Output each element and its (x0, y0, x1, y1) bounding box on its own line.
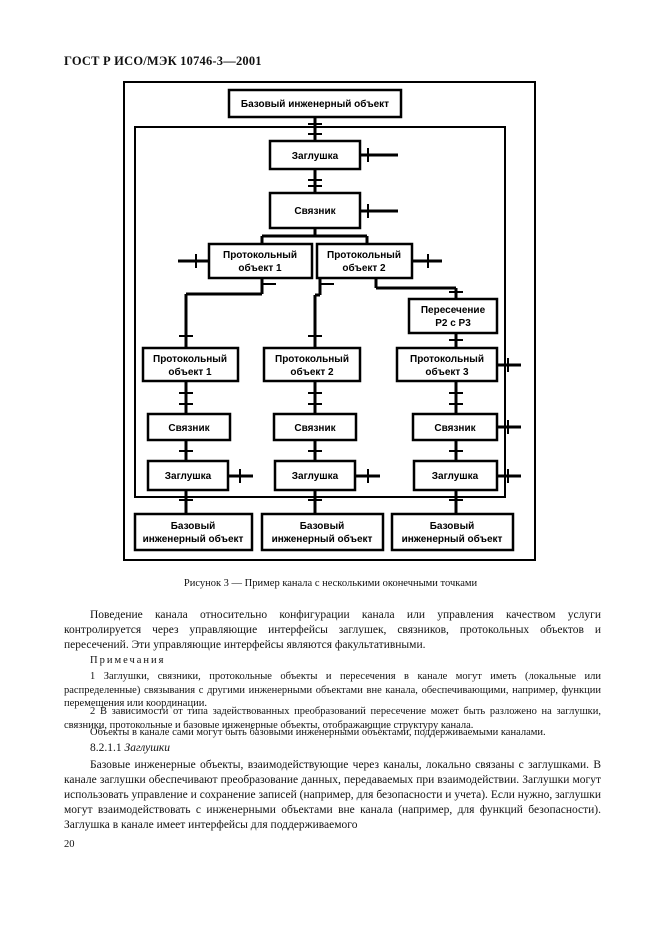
interface-ticks (179, 123, 509, 501)
top-base-object-box (227, 88, 403, 119)
document-header: ГОСТ Р ИСО/МЭК 10746-3—2001 (64, 54, 262, 68)
upper-proto-1-box (207, 242, 314, 280)
lower-proto-2-label-2: объект 2 (290, 366, 334, 378)
lower-binder-2-label: Связник (294, 423, 336, 434)
lower-base-3-box (390, 512, 515, 552)
paragraph-channel-behavior: Поведение канала относительно конфигурац… (64, 609, 601, 651)
lower-proto-3-label: Протокольный (410, 354, 484, 365)
section-title: Заглушки (124, 742, 171, 754)
section-number: 8.2.1.1 (90, 742, 122, 754)
lower-stub-1-box (146, 459, 230, 492)
section-heading: 8.2.1.1 Заглушки (90, 742, 170, 754)
note-1: 1 Заглушки, связники, протокольные объек… (64, 671, 601, 709)
outer-frame (123, 81, 536, 561)
lower-stub-3-box (412, 459, 499, 492)
top-stub-box (268, 139, 362, 171)
interceptor-label-2: P2 с P3 (435, 318, 471, 329)
lower-base-2-box (260, 512, 385, 552)
notes-title: Примечания (90, 655, 166, 666)
lower-base-2-label-2: инженерный объект (272, 533, 373, 545)
lower-binder-2-box (272, 412, 358, 442)
upper-proto-1-label-2: объект 1 (238, 262, 282, 274)
lower-stub-2-box (273, 459, 357, 492)
lower-base-1-box (133, 512, 254, 552)
lower-proto-3-box (395, 346, 499, 383)
top-binder-box (268, 191, 362, 230)
lower-proto-2-label: Протокольный (275, 354, 349, 365)
page-number: 20 (64, 839, 75, 850)
paragraph-objects: Объекты в канале сами могут быть базовым… (90, 727, 546, 738)
lower-proto-1-label-2: объект 1 (168, 366, 212, 378)
lower-binder-1-box (146, 412, 232, 442)
interceptor-label: Пересечение (421, 305, 486, 316)
lower-binder-3-box (411, 412, 499, 442)
lower-base-1-label: Базовый (171, 521, 216, 532)
lower-base-3-label-2: инженерный объект (402, 533, 503, 545)
lower-binder-3-label: Связник (434, 423, 476, 434)
top-stub-label: Заглушка (292, 151, 339, 162)
upper-proto-2-box (315, 242, 414, 280)
lower-proto-1-label: Протокольный (153, 354, 227, 365)
note-2: 2 В зависимости от типа задействованных … (64, 706, 601, 731)
lower-binder-1-label: Связник (168, 423, 210, 434)
upper-proto-2-label-2: объект 2 (342, 262, 386, 274)
lower-base-3-label: Базовый (430, 521, 475, 532)
lower-base-2-label: Базовый (300, 521, 345, 532)
figure-caption: Рисунок 3 — Пример канала с несколькими … (183, 578, 478, 589)
interceptor-box (407, 297, 499, 335)
lower-proto-1-box (141, 346, 240, 383)
lower-proto-2-box (262, 346, 362, 383)
upper-proto-2-label: Протокольный (327, 250, 401, 261)
channel-diagram: Базовый инженерный объект Заглушка Связн… (123, 81, 536, 561)
paragraph-stubs: Базовые инженерные объекты, взаимодейств… (64, 759, 601, 831)
lower-stub-3-label: Заглушка (432, 471, 479, 482)
channel-frame (134, 126, 506, 498)
top-binder-label: Связник (294, 206, 336, 217)
lower-stub-2-label: Заглушка (292, 471, 339, 482)
lower-proto-3-label-2: объект 3 (425, 366, 469, 378)
upper-proto-1-label: Протокольный (223, 250, 297, 261)
lower-stub-1-label: Заглушка (165, 471, 212, 482)
lower-base-1-label-2: инженерный объект (143, 533, 244, 545)
top-base-object-label: Базовый инженерный объект (241, 98, 389, 110)
